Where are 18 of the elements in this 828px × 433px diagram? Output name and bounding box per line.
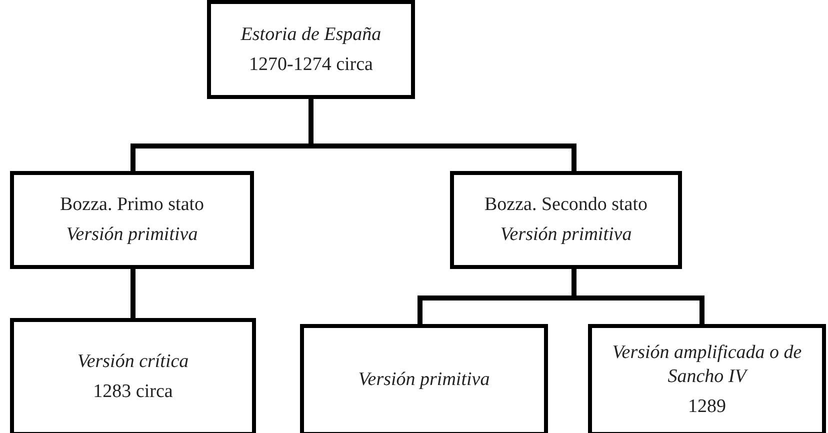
node-text: Estoria de España — [240, 22, 382, 46]
connector-line — [130, 269, 136, 318]
node-text: 1289 — [688, 394, 726, 419]
text-box — [450, 171, 682, 269]
node-text: Bozza. Primo stato — [60, 193, 204, 217]
node-text: Versión primitiva — [358, 368, 490, 392]
node-text: Bozza. Secondo stato — [484, 193, 648, 217]
text-box — [300, 324, 548, 433]
node-text: 1270-1274 circa — [249, 52, 373, 76]
node-text: Versión amplificada o de Sancho IV — [611, 341, 803, 389]
text-box — [207, 0, 415, 99]
node-text: Versión crítica — [77, 350, 189, 374]
node-text: Versión primitiva — [500, 223, 632, 247]
text-box — [10, 171, 254, 269]
node-text: Versión primitiva — [66, 223, 198, 247]
text-box — [588, 324, 826, 433]
node-text: 1283 circa — [93, 380, 173, 404]
text-box — [10, 318, 256, 433]
